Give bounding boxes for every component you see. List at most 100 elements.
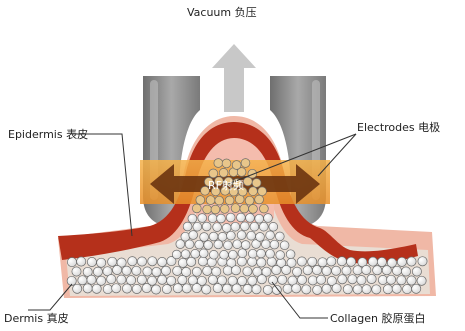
collagen-sphere bbox=[218, 232, 227, 241]
collagen-sphere bbox=[183, 222, 192, 231]
collagen-sphere bbox=[308, 276, 317, 285]
collagen-sphere bbox=[211, 205, 220, 214]
collagen-sphere bbox=[297, 257, 306, 266]
collagen-sphere bbox=[256, 233, 265, 242]
collagen-sphere bbox=[312, 266, 321, 275]
collagen-sphere bbox=[302, 285, 311, 294]
electrodes-label: Electrodes 电极 bbox=[357, 121, 440, 134]
collagen-sphere bbox=[347, 257, 356, 266]
collagen-sphere bbox=[252, 179, 261, 188]
collagen-sphere bbox=[181, 250, 190, 259]
collagen-sphere bbox=[195, 240, 204, 249]
collagen-sphere bbox=[122, 284, 131, 293]
collagen-sphere bbox=[112, 284, 121, 293]
collagen-sphere bbox=[412, 284, 421, 293]
collagen-sphere bbox=[243, 177, 252, 186]
collagen-sphere bbox=[178, 275, 187, 284]
collagen-sphere bbox=[264, 214, 273, 223]
collagen-sphere bbox=[238, 249, 247, 258]
collagen-sphere bbox=[372, 285, 381, 294]
collagen-sphere bbox=[223, 266, 232, 275]
collagen-sphere bbox=[362, 265, 371, 274]
collagen-sphere bbox=[188, 214, 197, 223]
collagen-sphere bbox=[167, 276, 176, 285]
collagen-sphere bbox=[83, 284, 92, 293]
collagen-sphere bbox=[178, 258, 187, 267]
collagen-sphere bbox=[97, 258, 106, 267]
collagen-sphere bbox=[222, 224, 231, 233]
collagen-sphere bbox=[243, 267, 252, 276]
collagen-sphere bbox=[226, 213, 235, 222]
collagen-sphere bbox=[73, 284, 82, 293]
collagen-sphere bbox=[192, 267, 201, 276]
collagen-sphere bbox=[276, 251, 285, 260]
collagen-sphere bbox=[148, 257, 157, 266]
collagen-sphere bbox=[203, 205, 212, 214]
collagen-sphere bbox=[219, 168, 228, 177]
collagen-sphere bbox=[158, 275, 167, 284]
collagen-sphere bbox=[303, 266, 312, 275]
collagen-sphere bbox=[259, 222, 268, 231]
collagen-sphere bbox=[128, 257, 137, 266]
collagen-sphere bbox=[343, 285, 352, 294]
collagen-sphere bbox=[122, 266, 131, 275]
collagen-sphere bbox=[266, 249, 275, 258]
collagen-sphere bbox=[143, 267, 152, 276]
collagen-sphere bbox=[322, 284, 331, 293]
collagen-sphere bbox=[204, 241, 213, 250]
collagen-sphere bbox=[192, 284, 201, 293]
collagen-sphere bbox=[113, 265, 122, 274]
collagen-sphere bbox=[213, 284, 222, 293]
collagen-sphere bbox=[407, 276, 416, 285]
collagen-sphere bbox=[152, 285, 161, 294]
collagen-sphere bbox=[152, 267, 161, 276]
collagen-sphere bbox=[248, 249, 257, 258]
collagen-sphere bbox=[220, 250, 229, 259]
collagen-sphere bbox=[200, 233, 209, 242]
collagen-sphere bbox=[280, 241, 289, 250]
epidermis-leader bbox=[72, 134, 132, 236]
collagen-sphere bbox=[67, 258, 76, 267]
epidermis-label: Epidermis 表皮 bbox=[8, 128, 88, 141]
collagen-sphere bbox=[353, 285, 362, 294]
collagen-sphere bbox=[158, 257, 167, 266]
collagen-sphere bbox=[266, 231, 275, 240]
collagen-sphere bbox=[198, 257, 207, 266]
collagen-sphere bbox=[231, 266, 240, 275]
collagen-sphere bbox=[237, 213, 246, 222]
collagen-sphere bbox=[348, 275, 357, 284]
collagen-sphere bbox=[240, 204, 249, 213]
collagen-sphere bbox=[407, 257, 416, 266]
collagen-sphere bbox=[93, 267, 102, 276]
collagen-sphere bbox=[217, 214, 226, 223]
collagen-sphere bbox=[246, 214, 255, 223]
collagen-sphere bbox=[362, 285, 371, 294]
collagen-sphere bbox=[202, 285, 211, 294]
collagen-sphere bbox=[275, 232, 284, 241]
collagen-sphere bbox=[173, 266, 182, 275]
collagen-sphere bbox=[318, 258, 327, 267]
collagen-sphere bbox=[233, 240, 242, 249]
collagen-sphere bbox=[209, 232, 218, 241]
collagen-sphere bbox=[317, 275, 326, 284]
collagen-sphere bbox=[212, 267, 221, 276]
collagen-sphere bbox=[209, 169, 218, 178]
collagen-sphere bbox=[241, 159, 250, 168]
collagen-sphere bbox=[286, 250, 295, 259]
collagen-sphere bbox=[227, 231, 236, 240]
collagen-sphere bbox=[357, 276, 366, 285]
collagen-sphere bbox=[382, 266, 391, 275]
vacuum-label: Vacuum 负压 bbox=[187, 6, 257, 19]
collagen-sphere bbox=[313, 285, 322, 294]
collagen-sphere bbox=[297, 275, 306, 284]
collagen-sphere bbox=[403, 285, 412, 294]
collagen-sphere bbox=[77, 257, 86, 266]
collagen-sphere bbox=[209, 250, 218, 259]
collagen-sphere bbox=[206, 196, 215, 205]
collagen-sphere bbox=[257, 249, 266, 258]
collagen-sphere bbox=[247, 231, 256, 240]
collagen-sphere bbox=[257, 258, 266, 267]
collagen-sphere bbox=[232, 284, 241, 293]
collagen-sphere bbox=[378, 275, 387, 284]
